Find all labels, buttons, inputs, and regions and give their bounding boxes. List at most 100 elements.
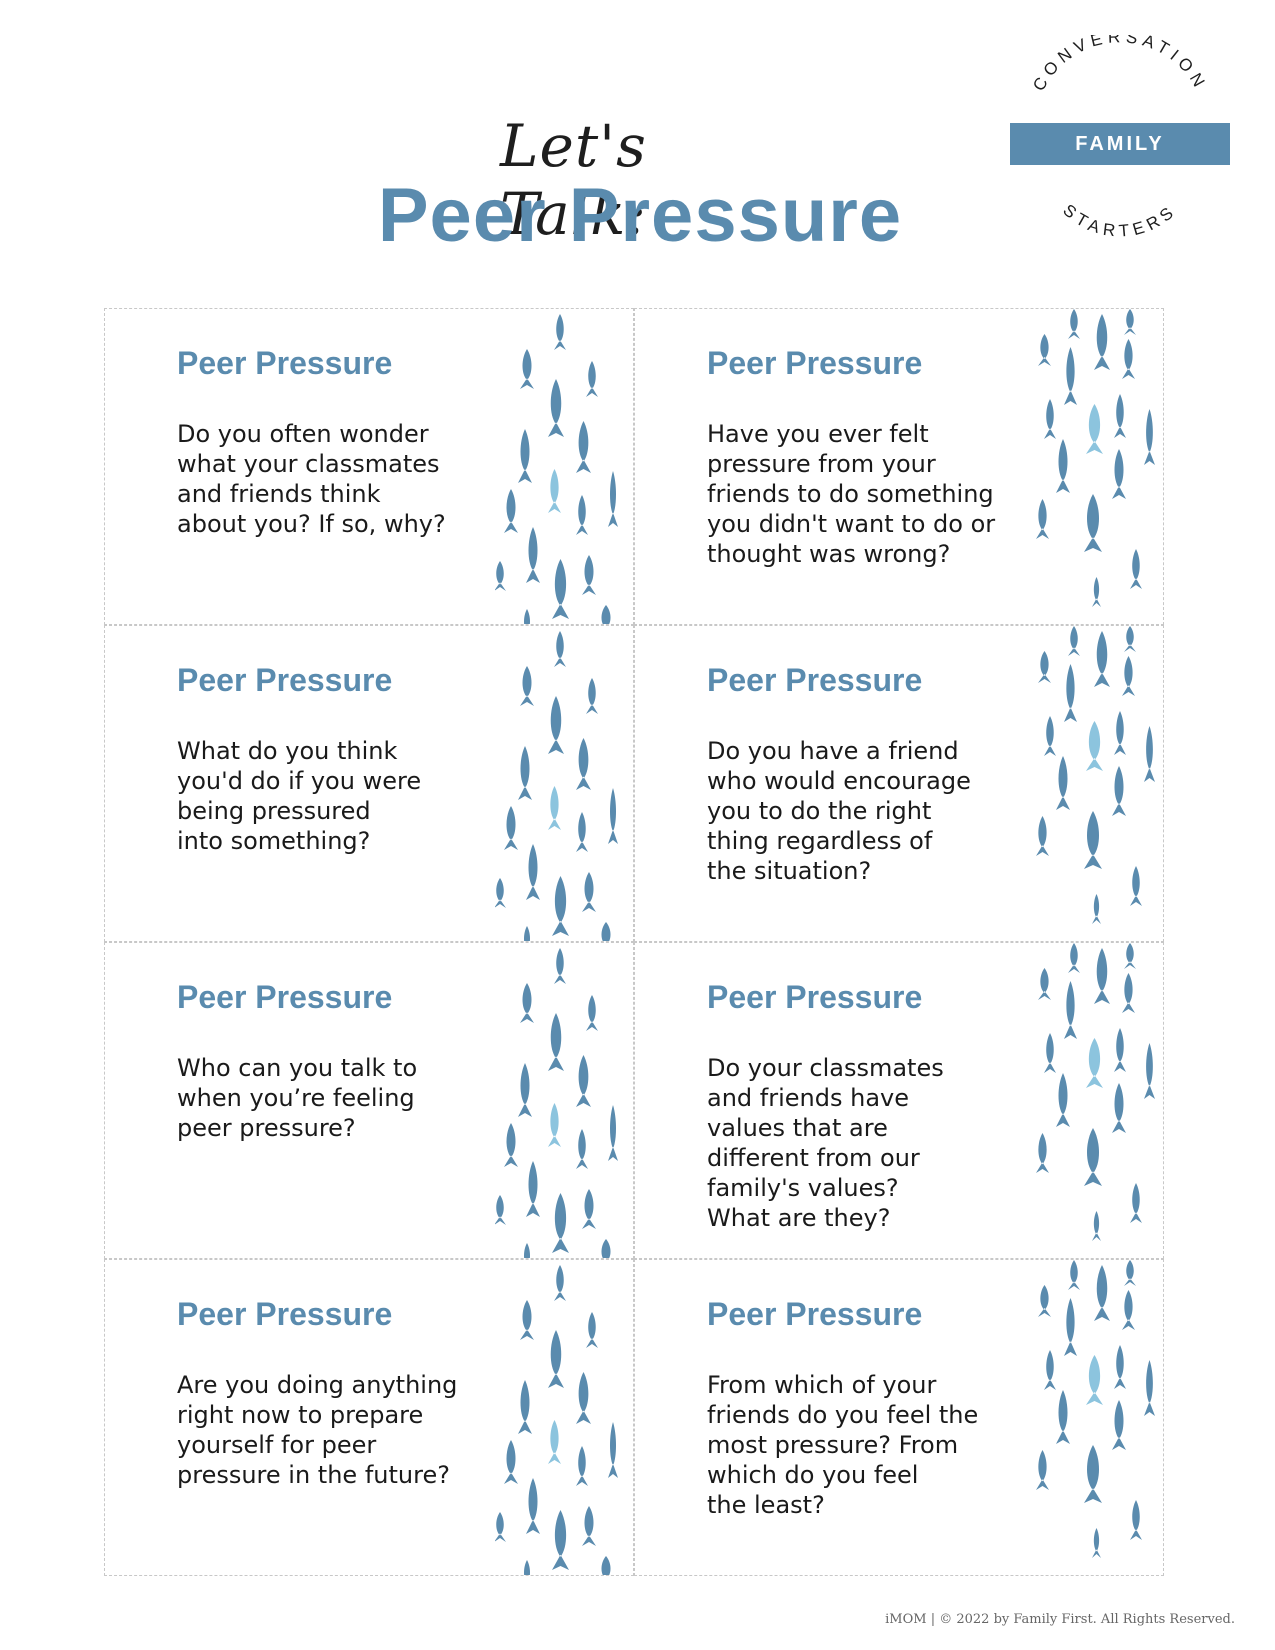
fish-icon [1112,766,1126,816]
fish-icon [524,926,530,941]
fish-icon [520,349,534,389]
fish-icon [1092,1211,1101,1241]
badge-bottom-text: STARTERS [1059,200,1175,240]
fish-icon [1092,1528,1101,1558]
fish-icon [586,995,598,1031]
fish-icon [576,738,591,790]
fish-icon [1036,1450,1049,1490]
fish-icon [504,489,518,533]
fish-icon [576,812,588,852]
fish-icon [524,609,530,624]
fish-icon [1114,394,1126,438]
fish-icon [1086,404,1103,454]
conversation-card: Peer Pressure Do you often wonder what y… [104,308,634,625]
fish-icon [1056,1390,1070,1444]
fish-icon [586,678,598,714]
fish-icon [1122,1290,1135,1330]
badge-arc-text: CONVERSATION STARTERS [1029,35,1211,241]
fish-icon [1114,1345,1126,1389]
fish-icon [494,561,506,591]
fish-icon [1038,968,1051,1000]
fish-icon [1068,1260,1080,1290]
fish-icon [1122,339,1135,379]
fish-icon [1144,1360,1155,1416]
fish-icon [1130,1183,1142,1223]
fish-icon [1144,409,1155,465]
fish-icon [1130,866,1142,906]
card-question: From which of your friends do you feel t… [707,1371,979,1519]
fish-icon [608,1105,618,1161]
fish-icon [524,1560,530,1575]
fish-icon [576,495,588,535]
fish-icon [1044,716,1056,756]
page-title: Peer Pressure [377,173,903,258]
fish-icon [524,1243,530,1258]
fish-icon [1056,756,1070,810]
fish-icon [548,1103,561,1147]
card-question: Do you often wonder what your classmates… [177,420,446,538]
fish-icon [1094,948,1110,1004]
fish-icon [601,1239,611,1258]
fish-icon [1130,1500,1142,1540]
fish-icon [582,1189,596,1229]
card-title: Peer Pressure [707,1296,923,1332]
fish-icon [504,806,518,850]
fish-school-icon [1025,626,1163,941]
conversation-card: Peer Pressure Are you doing anything rig… [104,1259,634,1576]
fish-icon [548,379,564,437]
card-title: Peer Pressure [177,1296,393,1332]
conversation-starters-badge: CONVERSATION STARTERS FAMILY [1010,35,1240,245]
fish-icon [1124,943,1136,969]
conversation-card: Peer Pressure Who can you talk to when y… [104,942,634,1259]
card-question: What do you think you'd do if you were b… [177,737,422,855]
card-title: Peer Pressure [707,662,923,698]
svg-text:CONVERSATION: CONVERSATION [1029,35,1211,94]
fish-icon [494,878,506,908]
conversation-card: Peer Pressure Do your classmates and fri… [634,942,1164,1259]
fish-icon [1122,973,1135,1013]
card-title: Peer Pressure [707,979,923,1015]
fish-icon [576,1446,588,1486]
fish-icon [518,1380,532,1434]
fish-icon [494,1512,506,1542]
fish-icon [1044,1033,1056,1073]
fish-icon [1112,1400,1126,1450]
fish-icon [1124,1260,1136,1286]
fish-icon [608,1422,618,1478]
fish-icon [504,1123,518,1167]
script-title: Let's Talk: [500,112,647,248]
fish-icon [1086,1038,1103,1088]
fish-icon [1084,494,1102,552]
card-question: Do you have a friend who would encourage… [707,737,971,885]
card-title: Peer Pressure [177,345,393,381]
fish-icon [1056,439,1070,493]
fish-icon [1068,309,1080,339]
fish-icon [1036,816,1049,856]
conversation-card: Peer Pressure From which of your friends… [634,1259,1164,1576]
fish-icon [1094,314,1110,370]
fish-icon [552,1193,569,1253]
svg-text:STARTERS: STARTERS [1059,200,1180,240]
fish-icon [552,1510,569,1570]
fish-icon [1124,309,1136,335]
conversation-card: Peer Pressure Do you have a friend who w… [634,625,1164,942]
fish-icon [554,948,566,984]
fish-icon [1068,943,1080,973]
fish-icon [526,1478,540,1534]
conversation-card: Peer Pressure Have you ever felt pressur… [634,308,1164,625]
fish-icon [526,1161,540,1217]
fish-icon [1124,626,1136,652]
fish-icon [586,1312,598,1348]
fish-icon [552,876,569,936]
fish-school-graphic [494,314,618,624]
fish-school-icon [1025,309,1163,624]
fish-icon [1068,626,1080,656]
fish-icon [1144,726,1155,782]
card-grid: Peer Pressure Do you often wonder what y… [104,308,1164,1578]
card-question: Have you ever felt pressure from your fr… [707,420,996,568]
fish-icon [1038,651,1051,683]
card-question: Are you doing anything right now to prep… [177,1371,458,1489]
fish-icon [608,788,618,844]
fish-icon [526,844,540,900]
fish-icon [1038,1285,1051,1317]
